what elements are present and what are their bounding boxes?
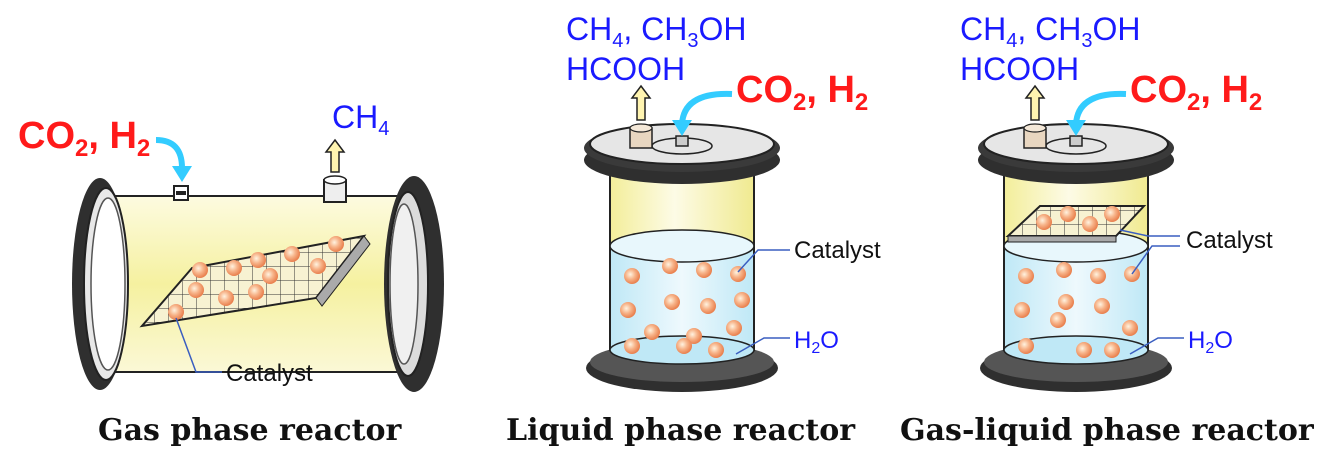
liquid-input-label: CO2, H2 (736, 69, 868, 116)
gas-liquid-phase-reactor (978, 84, 1184, 392)
gl-inlet-port (1069, 135, 1083, 147)
gl-input-label: CO2, H2 (1130, 69, 1262, 116)
gas-catalyst-leader (175, 317, 222, 373)
liquid-phase-reactor (584, 84, 790, 392)
gl-water-leader (1129, 337, 1184, 355)
gas-inlet-arrow (155, 137, 192, 182)
gas-catalyst-particles (168, 236, 344, 320)
gas-output-label: CH4 (332, 99, 389, 140)
gas-outlet-port (323, 175, 347, 203)
liquid-catalyst-particles (620, 258, 750, 358)
gl-output-label-line2: HCOOH (960, 51, 1079, 87)
liquid-catalyst-label: Catalyst (794, 237, 881, 264)
liquid-inlet-arrow (672, 90, 733, 136)
gl-outlet-port (1023, 123, 1047, 149)
liquid-water-leader (735, 337, 790, 355)
liquid-output-label-line2: HCOOH (566, 51, 685, 87)
gl-catalyst-mesh (1005, 205, 1147, 243)
gl-output-label-line1: CH4, CH3OH (960, 11, 1140, 52)
gl-catalyst-leader-1 (1119, 229, 1180, 237)
liquid-water-label: H2O (794, 327, 839, 357)
gas-phase-reactor (72, 137, 444, 392)
left-flange (72, 178, 129, 390)
gas-caption: Gas phase reactor (98, 413, 403, 448)
gl-inlet-arrow (1066, 90, 1127, 136)
gl-catalyst-particles (1014, 262, 1140, 358)
gas-catalyst-label: Catalyst (226, 360, 313, 387)
liquid-caption: Liquid phase reactor (506, 413, 856, 448)
gas-inlet-port (173, 185, 189, 201)
liquid-outlet-port (629, 123, 653, 149)
gl-water-label: H2O (1188, 327, 1233, 357)
gl-caption: Gas-liquid phase reactor (900, 413, 1315, 448)
liquid-outlet-arrow (630, 84, 652, 121)
gl-outlet-arrow (1024, 84, 1046, 121)
gl-catalyst-label: Catalyst (1186, 227, 1273, 254)
gas-catalyst-mesh (139, 234, 371, 328)
right-flange (384, 176, 444, 392)
liquid-inlet-port (675, 135, 689, 147)
gas-outlet-arrow (324, 138, 346, 173)
liquid-catalyst-leader (737, 249, 790, 273)
liquid-output-label-line1: CH4, CH3OH (566, 11, 746, 52)
gl-catalyst-leader-2 (1131, 245, 1180, 275)
gas-input-label: CO2, H2 (18, 115, 150, 162)
